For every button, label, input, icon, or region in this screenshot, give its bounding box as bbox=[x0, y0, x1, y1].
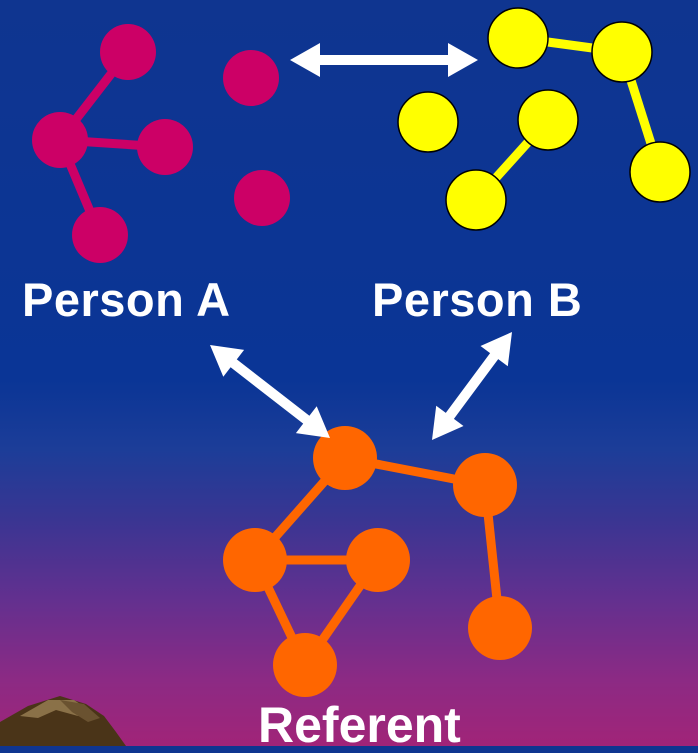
person-b-node bbox=[397, 91, 459, 153]
person-a-node bbox=[32, 112, 88, 168]
person-a-node bbox=[72, 207, 128, 263]
person-a-node bbox=[137, 119, 193, 175]
referent-node bbox=[468, 596, 532, 660]
person-b-node bbox=[445, 169, 507, 231]
referent-node bbox=[223, 528, 287, 592]
person-b-node bbox=[487, 7, 549, 69]
person-b-label: Person B bbox=[372, 273, 583, 326]
referent-label: Referent bbox=[258, 697, 461, 753]
arrows-layer bbox=[210, 43, 512, 440]
referent-node bbox=[453, 453, 517, 517]
nodes-layer bbox=[32, 7, 691, 697]
referent-node bbox=[346, 528, 410, 592]
referent-node bbox=[313, 426, 377, 490]
person-b-node bbox=[517, 89, 579, 151]
person-a-to-person-b-arrow bbox=[290, 43, 478, 77]
person-a-node bbox=[234, 170, 290, 226]
person-b-node bbox=[591, 21, 653, 83]
person-a-label: Person A bbox=[22, 273, 231, 326]
mountain-decoration bbox=[0, 696, 126, 746]
person-a-node bbox=[223, 50, 279, 106]
person-b-node bbox=[629, 141, 691, 203]
person-a-node bbox=[100, 24, 156, 80]
person-a-to-referent-arrow bbox=[210, 345, 330, 438]
referent-node bbox=[273, 633, 337, 697]
person-b-to-referent-arrow bbox=[432, 332, 512, 440]
